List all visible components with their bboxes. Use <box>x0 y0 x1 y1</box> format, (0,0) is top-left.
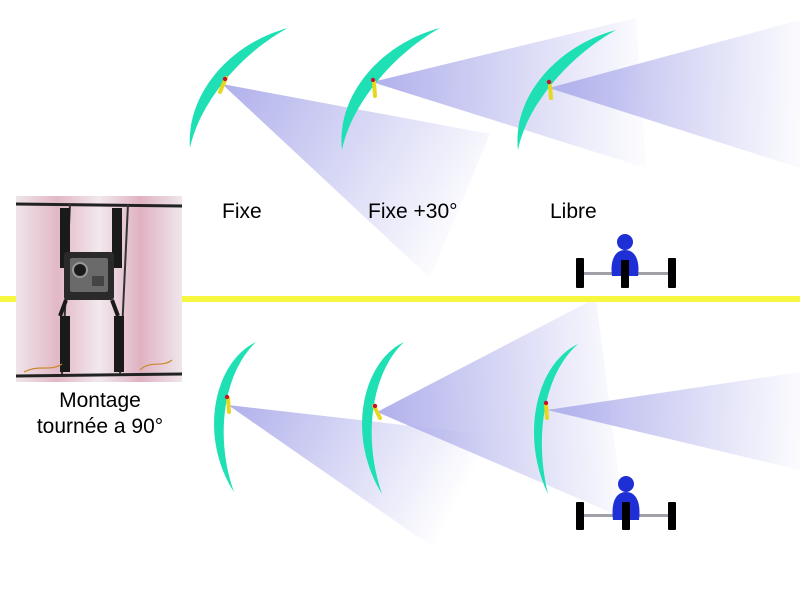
label-libre: Libre <box>550 200 597 223</box>
label-fixe-30: Fixe +30° <box>368 200 458 223</box>
camera-mount-icon <box>224 394 231 414</box>
trike-pilot-icon <box>576 476 676 530</box>
trike-pilot-icon <box>576 234 676 288</box>
paraglider-wing-icon <box>517 30 616 150</box>
view-cone-fixe-bottom <box>228 405 500 566</box>
paraglider-wing-icon <box>341 28 440 150</box>
camera-mount-icon <box>543 400 549 420</box>
caption-line-1: Montage <box>59 389 141 412</box>
horizon-line <box>0 296 800 302</box>
caption-montage: Montage tournée a 90° <box>5 388 195 440</box>
camera-rig-photo <box>15 196 183 382</box>
camera-mount-icon <box>370 77 377 98</box>
camera-mount-icon <box>372 403 382 420</box>
view-cone-fixe-30-bottom <box>377 298 624 518</box>
paraglider-wing-icon <box>362 342 404 494</box>
view-cone-libre-bottom <box>547 372 800 470</box>
camera-mount-icon <box>218 76 228 94</box>
paraglider-wing-icon <box>189 28 288 148</box>
camera-mount-icon <box>546 79 553 100</box>
caption-line-2: tournée a 90° <box>36 415 164 438</box>
view-cone-fixe <box>222 84 490 278</box>
paraglider-wing-icon <box>214 342 256 492</box>
view-cone-libre <box>549 20 800 168</box>
paraglider-wing-icon <box>533 344 578 494</box>
label-fixe: Fixe <box>222 200 262 223</box>
